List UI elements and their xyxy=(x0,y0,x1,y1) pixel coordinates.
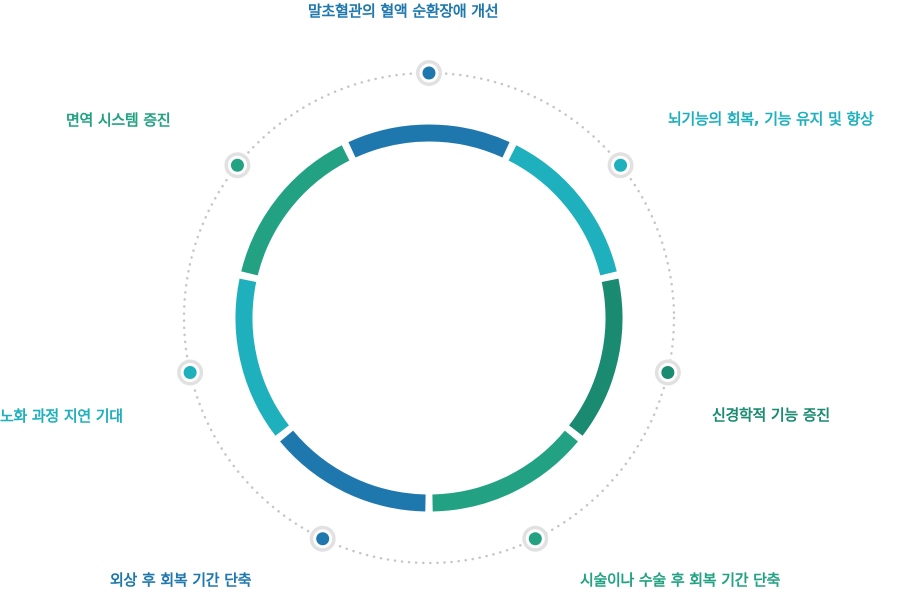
marker-dot-2 xyxy=(607,152,634,179)
label-neurological-function: 신경학적 기능 증진 xyxy=(712,406,830,424)
label-immune-system: 면역 시스템 증진 xyxy=(66,111,171,129)
label-aging-delay: 노화 과정 지연 기대 xyxy=(0,407,123,425)
marker-dot-5 xyxy=(309,525,336,552)
dotted-orbit xyxy=(182,71,676,565)
label-brain-function: 뇌기능의 회복, 기능 유지 및 향상 xyxy=(668,110,874,128)
marker-dot-6 xyxy=(177,359,204,386)
marker-dot-7 xyxy=(224,152,251,179)
marker-dot-4 xyxy=(522,525,549,552)
ring-segment-5 xyxy=(280,430,426,512)
ring-segment-6 xyxy=(235,278,289,436)
label-post-trauma-recovery: 외상 후 회복 기간 단축 xyxy=(110,571,252,589)
ring-segment-2 xyxy=(508,145,617,276)
ring-segment-3 xyxy=(569,278,623,436)
label-post-procedure-recovery: 시술이나 수술 후 회복 기간 단축 xyxy=(580,571,781,589)
ring-segment-1 xyxy=(348,124,510,158)
marker-dot-3 xyxy=(654,359,681,386)
label-peripheral-circulation: 말초혈관의 혈액 순환장애 개선 xyxy=(308,2,499,20)
ring-segment-7 xyxy=(241,145,350,276)
ring-segment-4 xyxy=(432,430,578,512)
marker-dot-1 xyxy=(416,60,442,86)
